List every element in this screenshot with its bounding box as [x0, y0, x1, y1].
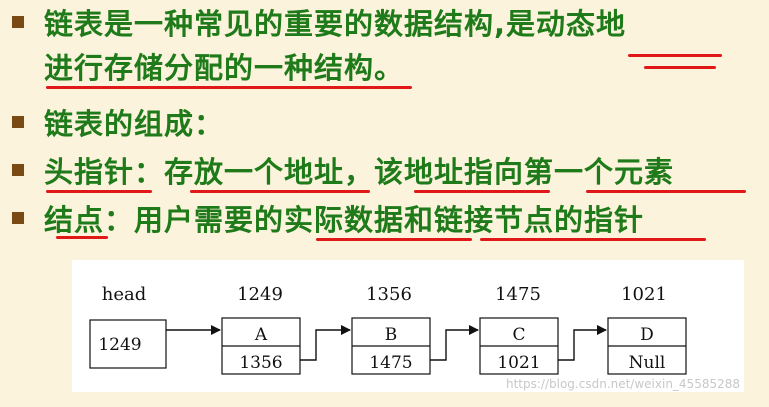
- node-next: 1475: [369, 353, 412, 373]
- node-data: A: [254, 325, 268, 345]
- bullet-item-3: 头指针：存放一个地址，该地址指向第一个元素: [12, 152, 674, 192]
- annotation-underline: [586, 190, 746, 193]
- node-address: 1356: [366, 284, 412, 305]
- bullet-text-2: 链表的组成：: [44, 107, 225, 141]
- bullet-item-2: 链表的组成：: [12, 104, 224, 144]
- bullet-text-1: 链表是一种常见的重要的数据结构,是动态地: [44, 7, 627, 41]
- node-data: D: [640, 325, 654, 345]
- annotation-underline: [414, 190, 550, 193]
- pointer-arrow: [558, 325, 607, 361]
- annotation-underline: [644, 66, 716, 69]
- node-data: C: [512, 325, 525, 345]
- bullet-square-icon: [12, 164, 24, 176]
- bullet-square-icon: [12, 116, 24, 128]
- head-pointer-box: [89, 319, 167, 369]
- annotation-underline: [628, 54, 722, 57]
- linked-list-svg: head 1249 1249 A 1356 1356 B 1475 1475 C…: [89, 284, 740, 391]
- annotation-underline: [46, 86, 412, 89]
- node-next: 1356: [239, 353, 282, 373]
- pointer-arrow: [300, 325, 351, 361]
- head-label: head: [102, 284, 147, 305]
- bullet-item-4: 结点：用户需要的实际数据和链接节点的指针: [12, 200, 644, 240]
- node-address: 1249: [237, 284, 283, 305]
- bullet-text-1-continued: 进行存储分配的一种结构。: [44, 51, 405, 85]
- bullet-text-4: 结点：用户需要的实际数据和链接节点的指针: [44, 203, 645, 237]
- bullet-item-1: 链表是一种常见的重要的数据结构,是动态地: [12, 4, 626, 44]
- bullet-text-3: 头指针：存放一个地址，该地址指向第一个元素: [44, 155, 675, 189]
- annotation-underline: [56, 236, 108, 239]
- bullet-square-icon: [12, 16, 24, 28]
- node-data: B: [385, 325, 398, 345]
- annotation-underline: [190, 190, 370, 193]
- annotation-underline: [316, 238, 472, 241]
- watermark: https://blog.csdn.net/weixin_45585288: [506, 377, 740, 391]
- bullet-square-icon: [12, 212, 24, 224]
- annotation-underline: [480, 238, 706, 241]
- annotation-underline: [46, 190, 152, 193]
- head-pointer-value: 1249: [98, 335, 141, 355]
- node-next: 1021: [497, 353, 540, 373]
- pointer-arrow: [430, 325, 479, 361]
- linked-list-diagram: head 1249 1249 A 1356 1356 B 1475 1475 C…: [72, 260, 744, 392]
- node-next: Null: [629, 353, 666, 373]
- node-address: 1021: [621, 284, 667, 305]
- node-address: 1475: [495, 284, 541, 305]
